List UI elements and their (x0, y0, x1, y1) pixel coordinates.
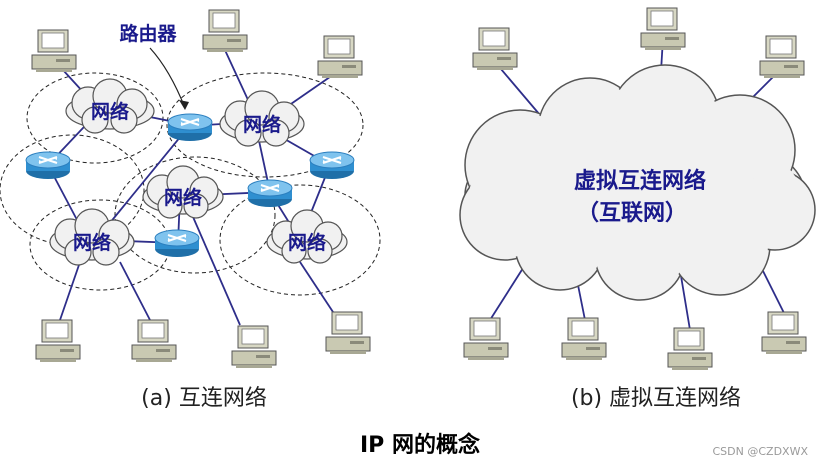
computer-icon (31, 29, 77, 73)
router-icon (167, 113, 213, 142)
left-panel: 网络 网络 网络 网络 (0, 9, 381, 411)
computer-icon (35, 319, 81, 363)
computer-icon (640, 7, 686, 51)
computer-icon (472, 27, 518, 71)
computer-icon (759, 35, 805, 79)
left-caption: (a) 互连网络 (141, 386, 267, 411)
network-label: 网络 (73, 231, 111, 254)
router-callout-arrow (149, 47, 186, 109)
router-icon (25, 151, 71, 180)
network-label: 网络 (288, 231, 326, 254)
cloud-icon (65, 78, 155, 134)
router-icon (247, 179, 293, 208)
network-label: 网络 (91, 100, 129, 123)
network-label: 网络 (164, 186, 202, 209)
computer-icon (202, 9, 248, 53)
cloud-icon (266, 209, 348, 264)
network-cloud-4: 网络 (49, 208, 135, 266)
computer-icon (761, 311, 807, 355)
network-cloud-2: 网络 (219, 90, 305, 147)
computer-icon (667, 327, 713, 371)
internet-cloud-sublabel: （互联网） (577, 201, 687, 226)
router-callout-label: 路由器 (119, 22, 177, 45)
cloud-icon (219, 90, 305, 147)
right-panel: 虚拟互连网络 （互联网） (b) 虚拟互连网络 (459, 7, 816, 411)
cloud-icon (142, 165, 224, 219)
network-cloud-5: 网络 (266, 209, 348, 264)
cloud-icon (49, 208, 135, 266)
router-icon (309, 151, 355, 180)
computer-icon (325, 311, 371, 355)
network-cloud-3: 网络 (142, 165, 224, 219)
router-icon (154, 229, 200, 258)
network-label: 网络 (243, 113, 281, 136)
network-cloud-1: 网络 (65, 78, 155, 134)
computer-icon (131, 319, 177, 363)
internet-cloud-label: 虚拟互连网络 (574, 168, 706, 194)
watermark: CSDN @CZDXWX (713, 445, 809, 458)
computer-icon (231, 325, 277, 369)
cloud-fill-cover (462, 67, 813, 298)
router-callout-arrowhead (179, 100, 189, 110)
figure-title: IP 网的概念 (360, 432, 480, 458)
computer-icon (463, 317, 509, 361)
internet-cloud: 虚拟互连网络 （互联网） (459, 64, 816, 301)
right-caption: (b) 虚拟互连网络 (571, 386, 741, 411)
computer-icon (317, 35, 363, 79)
computer-icon (561, 317, 607, 361)
